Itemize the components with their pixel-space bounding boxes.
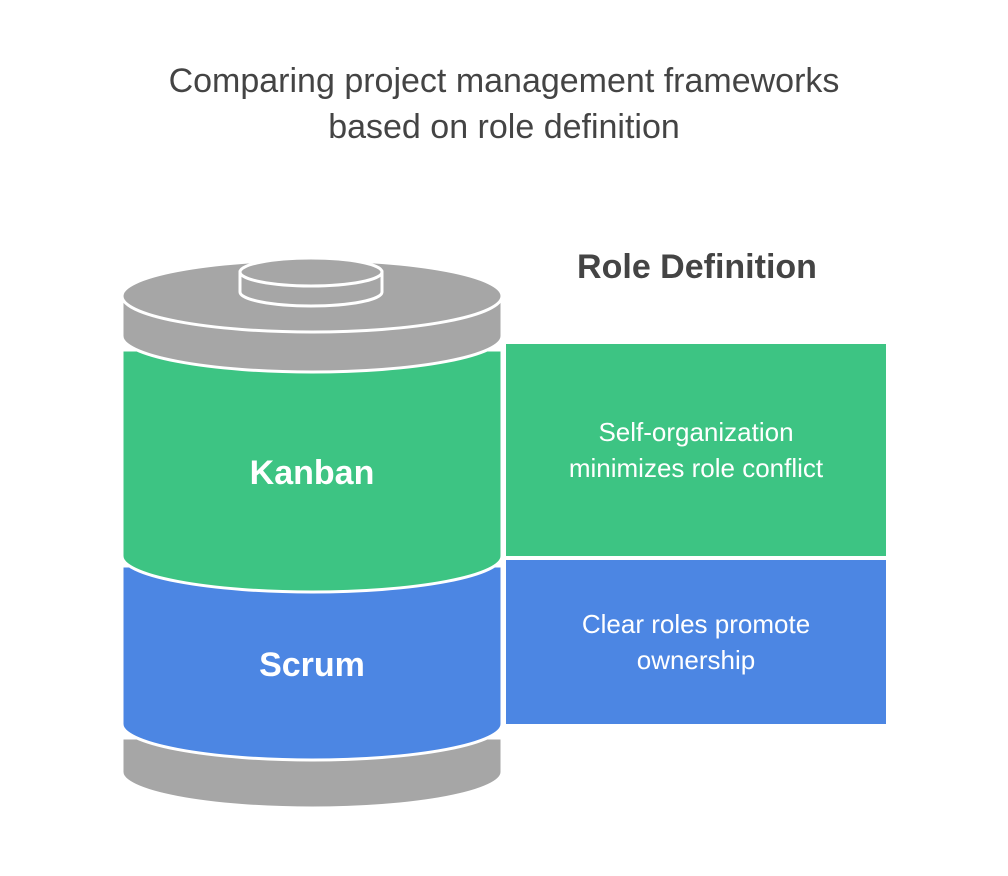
title-line-1: Comparing project management frameworks xyxy=(168,62,840,100)
kanban-description: Self-organization minimizes role conflic… xyxy=(568,417,824,483)
column-header-role-definition: Role Definition xyxy=(577,248,817,286)
scrum-label: Scrum xyxy=(259,646,365,684)
cylinder-layer-scrum xyxy=(120,564,504,762)
scrum-description-box: Clear roles promote ownership xyxy=(506,560,886,724)
cylinder-knob xyxy=(238,256,384,308)
kanban-label: Kanban xyxy=(249,454,375,492)
cylinder-layer-kanban xyxy=(120,348,504,594)
diagram-title: Comparing project management frameworks … xyxy=(0,58,1008,150)
kanban-description-box: Self-organization minimizes role conflic… xyxy=(506,344,886,556)
title-line-2: based on role definition xyxy=(328,108,680,146)
scrum-description: Clear roles promote ownership xyxy=(581,609,811,675)
